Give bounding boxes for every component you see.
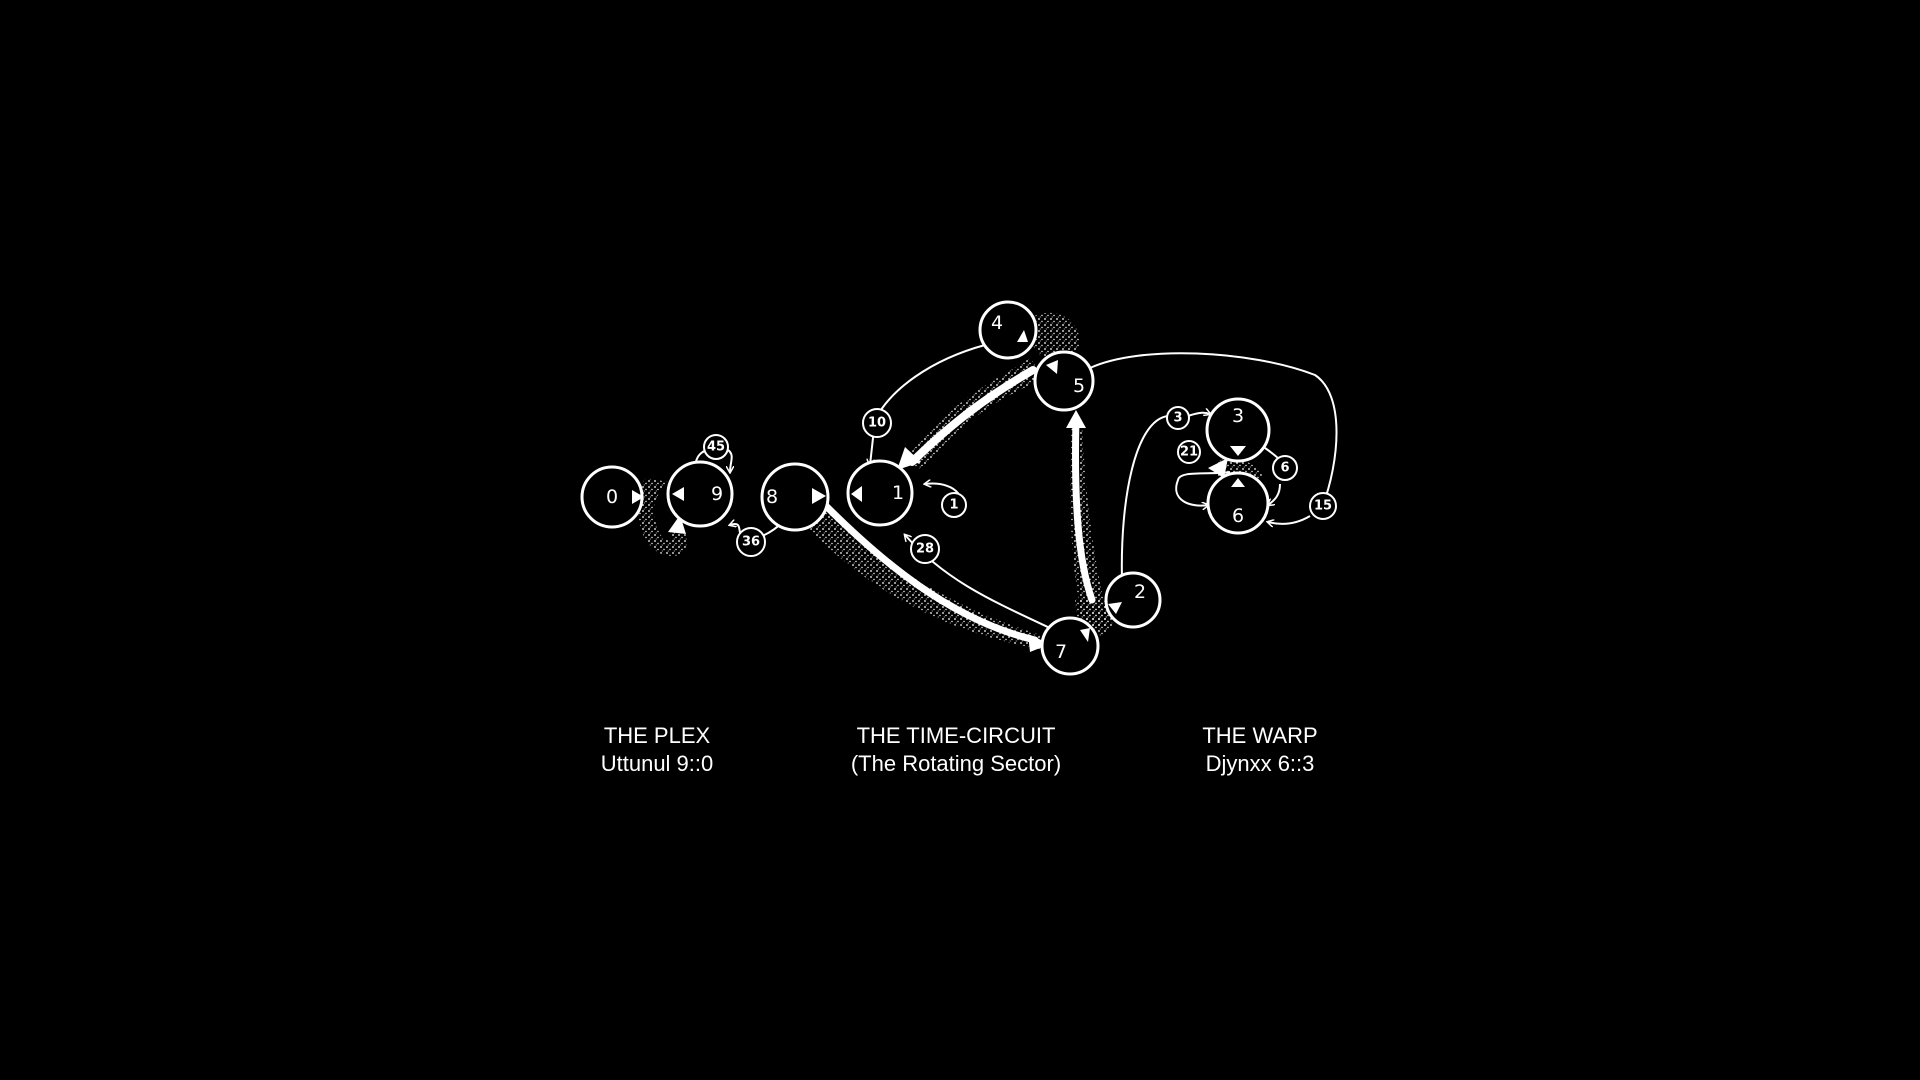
node-n2: 2 [1104,571,1162,629]
node-n8: 8 [760,462,830,532]
edge-label-circle [941,492,967,518]
edge-label-e28: 28 [910,534,940,564]
node-direction-arrow [672,487,684,501]
node-n4: 4 [978,300,1038,360]
edge-label-circle [703,434,729,460]
edge-5-to-6-via-15 [1089,352,1338,524]
edge-label-circle [1166,406,1190,430]
node-circle [1205,397,1271,463]
edge-warp-loop-21 [1175,471,1231,506]
node-n6a: 6 [1206,471,1270,535]
node-circle [978,300,1038,360]
zone-caption-plex: THE PLEX Uttunul 9::0 [497,722,817,778]
arrowhead-into-5 [1066,410,1086,428]
edge-label-e1: 1 [941,492,967,518]
zone-caption-warp: THE WARP Djynxx 6::3 [1100,722,1420,778]
node-label: 4 [991,312,1003,334]
node-direction-arrow [1231,478,1245,487]
node-n3: 3 [1205,397,1271,463]
node-direction-arrow [851,486,862,502]
edge-label-circle [736,527,766,557]
edge-arrow-5-to-1 [908,366,1037,466]
node-direction-arrow [812,488,826,504]
edge-arrow-8-to-7 [821,501,1039,644]
edge-label-text: 10 [868,416,886,431]
arrowhead-into-1 [897,447,921,470]
edge-arrow-2-to-5 [1072,416,1096,604]
node-direction-arrow [1046,360,1058,374]
node-label: 6 [1232,505,1244,527]
node-direction-arrow [1230,446,1246,456]
edge-band-2-to-5 [1070,420,1110,630]
node-n7: 7 [1040,616,1100,676]
edge-label-circle [1177,440,1201,464]
node-n9: 9 [666,460,734,528]
arrowhead-into-7 [1028,634,1050,652]
stipple-cloud-4-5 [1028,312,1080,361]
edge-label-circle [862,408,892,438]
edge-label-e36: 36 [736,527,766,557]
node-n5: 5 [1033,350,1095,412]
edge-label-e15: 15 [1309,492,1337,520]
node-direction-arrow [1108,602,1122,614]
zone-title-plex: THE PLEX [603,723,711,748]
edge-label-text: 3 [1173,411,1182,426]
edge-label-circle [1309,492,1337,520]
node-circle [666,460,734,528]
node-circle [1206,471,1270,535]
node-n1: 1 [846,459,914,527]
zone-title-time-circuit: THE TIME-CIRCUIT [856,723,1056,748]
node-circle [760,462,830,532]
node-label: 1 [892,482,904,504]
zone-caption-time-circuit: THE TIME-CIRCUIT (The Rotating Sector) [796,722,1116,778]
edge-label-text: 21 [1180,445,1198,460]
node-direction-arrow [632,490,644,504]
edge-2-to-3-via-3 [1120,413,1210,581]
node-circle [1040,616,1100,676]
edge-label-e10: 10 [862,408,892,438]
node-circle [1104,571,1162,629]
edge-label-e6: 6 [1272,455,1298,481]
zone-title-warp: THE WARP [1202,723,1318,748]
zone-subtitle-time-circuit: (The Rotating Sector) [850,751,1062,776]
zone-subtitle-plex: Uttunul 9::0 [600,751,714,776]
node-label: 3 [1232,405,1244,427]
edge-label-e21: 21 [1177,440,1201,464]
node-n0: 0 [580,465,644,529]
edge-label-text: 6 [1280,461,1289,476]
node-direction-arrow [1017,330,1028,342]
node-circle [846,459,914,527]
node-label: 2 [1134,581,1146,603]
edge-band-0-to-9 [638,478,687,556]
edge-label-text: 36 [742,535,760,550]
node-label: 8 [766,486,778,508]
edge-label-circle [1272,455,1298,481]
edge-label-e3: 3 [1166,406,1190,430]
edge-label-text: 15 [1314,499,1332,514]
edge-label-text: 45 [707,440,725,455]
arrowhead-warp [1208,458,1228,478]
zone-subtitle-warp: Djynxx 6::3 [1205,751,1315,776]
edge-label-text: 28 [916,542,934,557]
node-label: 9 [711,483,723,505]
edge-label-text: 1 [949,498,958,513]
node-label: 7 [1055,641,1067,663]
node-direction-arrow [1080,628,1090,642]
edge-label-circle [910,534,940,564]
node-label: 0 [606,486,618,508]
node-label: 5 [1073,375,1085,397]
edge-label-e45: 45 [703,434,729,460]
